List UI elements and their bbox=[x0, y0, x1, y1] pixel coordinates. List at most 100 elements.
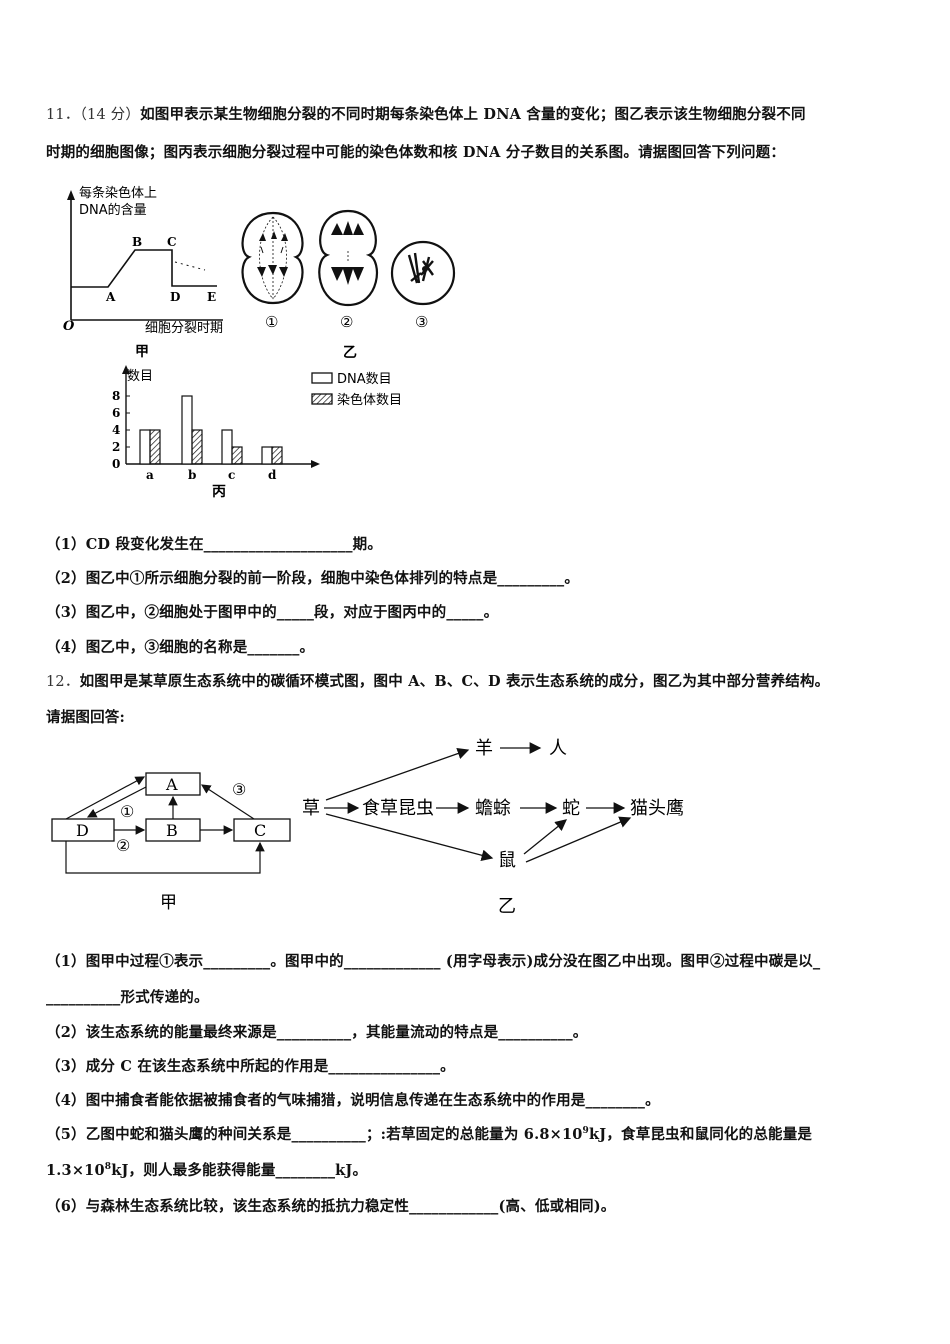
jia-ylabel-line2: DNA的含量 bbox=[79, 202, 147, 218]
bar-dna-c bbox=[221, 429, 233, 465]
q11-sub2: （2）图乙中①所示细胞分裂的前一阶段，细胞中染色体排列的特点是_________… bbox=[46, 570, 580, 587]
bar-dna-b bbox=[181, 395, 193, 465]
node-owl: 猫头鹰 bbox=[630, 798, 684, 819]
q12-sub1-line2: __________形式传递的。 bbox=[46, 989, 209, 1006]
q12-s5b-pre: 1.3×10 bbox=[46, 1162, 105, 1179]
q12-sub5-line1: （5）乙图中蛇和猫头鹰的种间关系是__________；:若草固定的总能量为 6… bbox=[46, 1123, 812, 1144]
process-3-label: ③ bbox=[232, 780, 246, 799]
q11-stem-line2: 时期的细胞图像；图丙表示细胞分裂过程中可能的染色体数和核 DNA 分子数目的关系… bbox=[46, 144, 786, 161]
jia-caption-q12: 甲 bbox=[160, 893, 177, 913]
arrow-c-to-a bbox=[200, 784, 255, 820]
jia-point-d: D bbox=[170, 290, 180, 304]
arrow-d-to-a bbox=[65, 776, 146, 820]
node-grass: 草 bbox=[302, 798, 320, 819]
q12-sub2: （2）该生态系统的能量最终来源是__________，其能量流动的特点是____… bbox=[46, 1024, 588, 1041]
q12-s5a-post: kJ，食草昆虫和鼠同化的总能量是 bbox=[589, 1126, 813, 1143]
q12-s5a-pre: （5）乙图中蛇和猫头鹰的种间关系是__________；:若草固定的总能量为 6… bbox=[46, 1126, 583, 1143]
jia-point-e: E bbox=[207, 290, 216, 304]
cell-3-label: ③ bbox=[415, 313, 428, 331]
q12-sub5-line2: 1.3×108kJ，则人最多能获得能量________kJ。 bbox=[46, 1159, 367, 1180]
bing-ytick-label: 2 bbox=[112, 440, 120, 454]
box-c-label: C bbox=[254, 821, 266, 840]
q11-figure-jia: 每条染色体上 DNA的含量 O 细胞分裂时期 A B C D E 甲 bbox=[63, 185, 223, 360]
bing-ytick-label: 8 bbox=[112, 389, 120, 403]
box-b-label: B bbox=[166, 821, 178, 840]
q12-sub3: （3）成分 C 在该生态系统中所起的作用是_______________。 bbox=[46, 1058, 455, 1075]
legend-chrom-label: 染色体数目 bbox=[337, 392, 402, 408]
node-sheep: 羊 bbox=[475, 738, 493, 759]
q11-sub1: （1）CD 段变化发生在____________________期。 bbox=[46, 536, 383, 553]
bing-caption: 丙 bbox=[212, 484, 226, 500]
bar-chromosome-a bbox=[149, 429, 161, 465]
arrow-mouse-snake bbox=[523, 819, 568, 855]
bing-category-b: b bbox=[188, 468, 196, 482]
yi-caption-q12: 乙 bbox=[498, 896, 516, 917]
bing-ylabel: 数目 bbox=[127, 369, 153, 384]
q11-stem-line1: 11．（14 分）如图甲表示某生物细胞分裂的不同时期每条染色体上 DNA 含量的… bbox=[46, 103, 806, 124]
bar-chromosome-d bbox=[271, 446, 283, 465]
q11-stem-text1: 如图甲表示某生物细胞分裂的不同时期每条染色体上 DNA 含量的变化；图乙表示该生… bbox=[140, 106, 806, 123]
bing-y-arrow bbox=[122, 365, 130, 374]
bar-chromosome-c bbox=[231, 446, 243, 465]
jia-curve bbox=[71, 249, 217, 288]
q12-sub4: （4）图中捕食者能依据被捕食者的气味捕猎，说明信息传递在生态系统中的作用是___… bbox=[46, 1092, 660, 1109]
cell-1-label: ① bbox=[265, 313, 278, 331]
bing-category-a: a bbox=[146, 468, 154, 482]
cell-2-image bbox=[318, 209, 378, 307]
q11-sub3: （3）图乙中，②细胞处于图甲中的_____段，对应于图丙中的_____。 bbox=[46, 604, 499, 621]
jia-caption: 甲 bbox=[135, 344, 149, 360]
bing-category-d: d bbox=[268, 468, 277, 482]
bing-x-arrow bbox=[311, 460, 320, 468]
yi-caption: 乙 bbox=[343, 345, 357, 361]
q12-s5b-post: kJ，则人最多能获得能量________kJ。 bbox=[111, 1162, 368, 1179]
jia-point-b: B bbox=[132, 235, 142, 249]
bing-ytick-label: 0 bbox=[112, 457, 120, 471]
q12-s5b-exp: 8 bbox=[104, 1162, 112, 1173]
legend-dna-label: DNA数目 bbox=[337, 372, 392, 387]
q12-sub1-line1: （1）图甲中过程①表示_________。图甲中的_____________ (… bbox=[46, 953, 821, 970]
bar-chromosome-b bbox=[191, 429, 203, 465]
cell-3-image bbox=[390, 240, 456, 306]
jia-point-c: C bbox=[167, 235, 177, 249]
node-toad: 蟾蜍 bbox=[475, 798, 511, 819]
node-snake: 蛇 bbox=[562, 798, 580, 819]
bing-ytick-label: 6 bbox=[112, 406, 120, 420]
node-human: 人 bbox=[549, 738, 567, 759]
arrow-mouse-owl bbox=[525, 816, 632, 863]
arrow-d-to-c bbox=[65, 841, 265, 874]
process-2-label: ② bbox=[116, 836, 130, 855]
cell-2-label: ② bbox=[340, 313, 353, 331]
node-insect: 食草昆虫 bbox=[362, 798, 434, 819]
q12-s5a-exp: 9 bbox=[582, 1126, 590, 1137]
arrow-grass-sheep bbox=[325, 747, 470, 801]
box-c bbox=[233, 818, 291, 842]
jia-point-a: A bbox=[105, 290, 116, 304]
q11-number: 11． bbox=[46, 107, 80, 123]
q12-stem-line2: 请据图回答: bbox=[46, 709, 126, 726]
cell-1-image bbox=[241, 211, 304, 305]
bing-category-c: c bbox=[228, 468, 235, 482]
q11-sub4: （4）图乙中，③细胞的名称是_______。 bbox=[46, 639, 315, 656]
legend-chrom-swatch bbox=[311, 393, 333, 405]
q12-figure-jia: A D B C ① ② ③ 甲 bbox=[51, 772, 291, 913]
q12-figure-yi: 羊 人 草 食草昆虫 蟾蜍 蛇 猫头鹰 鼠 乙 bbox=[302, 738, 684, 917]
box-d-label: D bbox=[76, 821, 89, 840]
q12-sub6: （6）与森林生态系统比较，该生态系统的抵抗力稳定性____________(高、… bbox=[46, 1198, 616, 1215]
jia-dash bbox=[174, 261, 206, 271]
legend-dna-swatch bbox=[311, 372, 333, 384]
jia-xlabel: 细胞分裂时期 bbox=[145, 321, 223, 336]
q12-number: 12． bbox=[46, 674, 80, 690]
bar-dna-d bbox=[261, 446, 273, 465]
q11-figure-bing: 数目 0 2 4 6 8 a b c d DNA数目 染色体数目 丙 bbox=[112, 365, 402, 500]
q11-score: （14 分） bbox=[79, 107, 141, 123]
q11-figure-yi: ① ② ③ 乙 bbox=[241, 209, 456, 361]
bar-dna-a bbox=[139, 429, 151, 465]
bing-ytick-label: 4 bbox=[112, 423, 120, 437]
q12-stem-line1: 12．如图甲是某草原生态系统中的碳循环模式图，图中 A、B、C、D 表示生态系统… bbox=[46, 670, 829, 691]
box-a-label: A bbox=[165, 775, 178, 794]
q12-stem-text1: 如图甲是某草原生态系统中的碳循环模式图，图中 A、B、C、D 表示生态系统的成分… bbox=[79, 673, 830, 690]
jia-ylabel-line1: 每条染色体上 bbox=[79, 185, 157, 201]
jia-origin: O bbox=[63, 319, 75, 334]
arrow-grass-mouse bbox=[325, 813, 494, 861]
process-1-label: ① bbox=[120, 802, 134, 821]
